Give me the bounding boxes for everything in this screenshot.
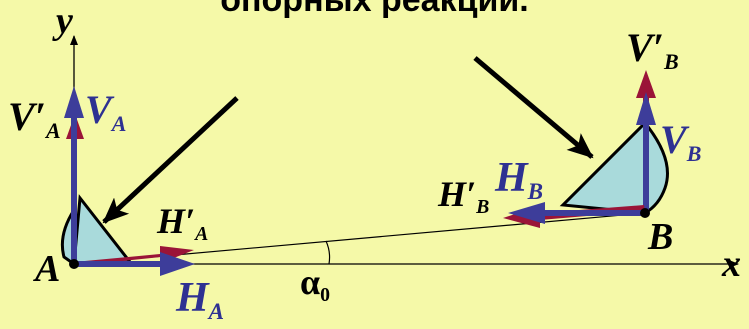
label-va: VA (85, 87, 127, 136)
label-vb-prime: V′B (626, 25, 679, 74)
point-b-label: B (648, 216, 674, 258)
support-b-triangle (559, 119, 647, 215)
label-hb-prime: H′B (438, 174, 490, 218)
point-a (69, 259, 79, 269)
point-a-label: A (35, 248, 61, 290)
label-va-prime: V′A (8, 94, 61, 143)
label-ha-prime: H′A (157, 201, 209, 245)
support-b-tail (643, 118, 669, 216)
x-axis-label: x (722, 243, 741, 285)
slide-title: опорных реакций. (220, 0, 529, 19)
angle-arc (325, 240, 331, 265)
pointer-arrow-a (102, 96, 239, 224)
angle-label: α0 (300, 262, 330, 306)
point-b (640, 208, 650, 218)
label-hb: HB (495, 155, 544, 205)
y-axis-label: y (56, 0, 73, 42)
vector-ha-blue (74, 252, 195, 276)
pointer-arrow-b (473, 56, 594, 159)
label-vb: VB (660, 117, 702, 166)
vector-hb-blue (508, 202, 645, 224)
vector-va-blue (64, 86, 84, 264)
label-ha: HA (176, 275, 225, 325)
vector-vb-blue (636, 92, 656, 213)
